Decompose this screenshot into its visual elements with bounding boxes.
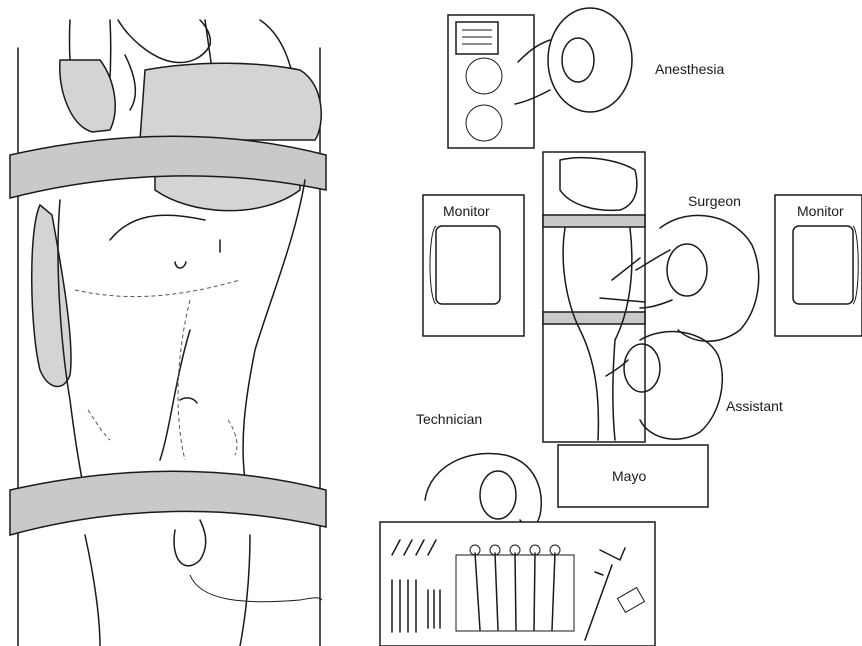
label-monitor-right: Monitor	[797, 203, 844, 219]
patient-positioning-illustration	[10, 20, 326, 646]
nipple-mark	[175, 262, 186, 268]
label-anesthesia: Anesthesia	[655, 61, 724, 77]
monitor-left-screen	[436, 226, 500, 304]
umbilicus-mark	[180, 398, 197, 403]
leg-left-outline	[85, 535, 100, 646]
label-mayo: Mayo	[612, 468, 646, 484]
label-surgeon: Surgeon	[688, 193, 741, 209]
abdomen-contour	[160, 330, 190, 460]
label-monitor-left: Monitor	[443, 203, 490, 219]
iliac-crest-dashed	[88, 410, 110, 440]
lower-strap	[10, 471, 326, 535]
face-outline	[125, 55, 135, 110]
catheter-line	[190, 575, 322, 602]
label-technician: Technician	[416, 411, 482, 427]
surgeon-body	[660, 215, 759, 341]
label-assistant: Assistant	[726, 398, 783, 414]
torso-right-edge	[243, 180, 305, 480]
leg-right-outline	[240, 535, 250, 646]
monitor-right-screen	[793, 226, 853, 304]
back-table	[380, 522, 655, 646]
iliac-crest-right-dashed	[228, 420, 237, 455]
anesthesia-chart	[456, 22, 498, 54]
arm-pad	[60, 60, 115, 132]
clamp	[534, 553, 535, 630]
genital-outline	[174, 520, 206, 566]
technician-head	[480, 471, 516, 519]
midline-dashed	[178, 300, 190, 460]
operating-table	[543, 152, 645, 442]
chest-gel-pad	[140, 63, 321, 140]
operating-room-layout: Anesthesia Surgeon Monitor Monitor Assis…	[380, 8, 862, 646]
anesthesiologist-body	[548, 8, 632, 112]
chest-contour	[110, 215, 205, 240]
table-strap-lower	[543, 312, 645, 324]
side-gel-roll	[32, 205, 71, 386]
patient-head	[118, 20, 210, 62]
table-strap-upper	[543, 215, 645, 227]
clamp	[515, 553, 516, 630]
costal-margin-dashed	[75, 280, 240, 297]
anesthesiologist-head	[562, 38, 594, 82]
surgeon-head	[667, 244, 707, 296]
